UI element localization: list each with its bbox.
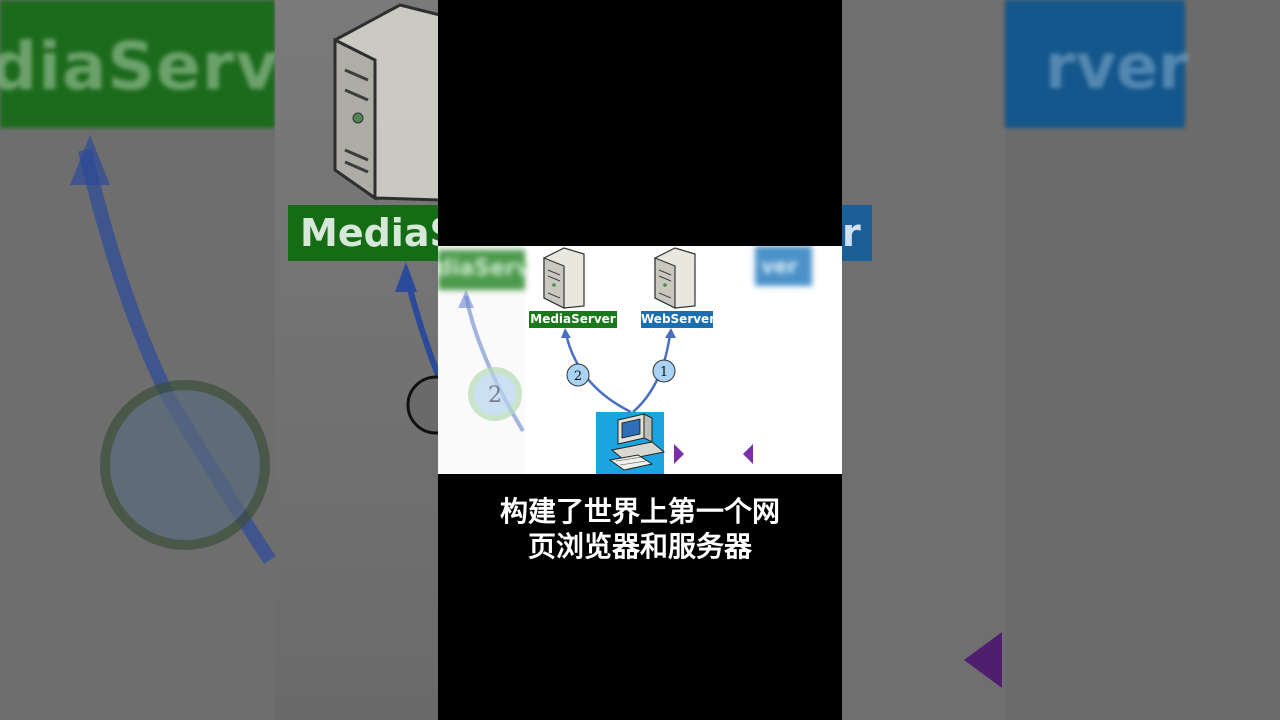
client-pc-icon (608, 413, 666, 471)
arrowhead-media-server (561, 328, 571, 338)
bg-media-label: MediaS (288, 205, 457, 261)
caption-line-1: 构建了世界上第一个网 (499, 495, 780, 528)
slide-blur-step-number: 2 (488, 383, 502, 408)
slide-blur-step-circle (468, 367, 522, 421)
web-server-icon (654, 247, 696, 309)
media-server-label: MediaServer (529, 311, 617, 328)
bg-web-banner: rver (1005, 0, 1189, 128)
step-1-circle (652, 359, 676, 383)
diagram-slide: diaServ ver 2 (438, 246, 842, 474)
next-triangle-icon[interactable] (674, 444, 684, 464)
bg-right-center-panel (842, 0, 1005, 720)
bg-media-banner: diaServ (0, 0, 278, 128)
web-server-label: WebServer (641, 311, 716, 328)
media-server-icon (543, 247, 585, 309)
subtitle-caption: 构建了世界上第一个网 页浏览器和服务器 (438, 494, 842, 564)
arrowhead-web-server (665, 328, 676, 338)
bg-web-label: r (842, 205, 872, 261)
prev-triangle-icon[interactable] (743, 444, 753, 464)
slide-blur-web-banner: ver (755, 246, 812, 286)
bg-arrowhead-left (70, 135, 110, 185)
bg-arrowhead-center (395, 262, 417, 292)
step-2-number: 2 (574, 369, 582, 384)
network-diagram: 2 (458, 247, 753, 471)
bg-server-icon (333, 3, 442, 202)
bg-media-banner-text: diaServ (0, 28, 280, 105)
slide-blur-media-text: diaServ (438, 256, 531, 281)
slide-blur-media-banner: diaServ (438, 250, 530, 290)
bg-web-banner-text: rver (1045, 30, 1189, 103)
video-frame: diaServ ver 2 (438, 0, 842, 720)
bg-step-circle-left (100, 380, 270, 550)
slide-blur-web-text: ver (761, 254, 798, 278)
bg-web-label-text: r (842, 211, 861, 255)
step-2-circle (566, 363, 590, 387)
bg-nav-triangle (964, 632, 1002, 688)
bg-media-label-text: MediaS (300, 211, 457, 255)
caption-line-2: 页浏览器和服务器 (527, 530, 752, 563)
step-1-number: 1 (660, 365, 668, 380)
slide-blur-arrowhead (458, 290, 474, 308)
